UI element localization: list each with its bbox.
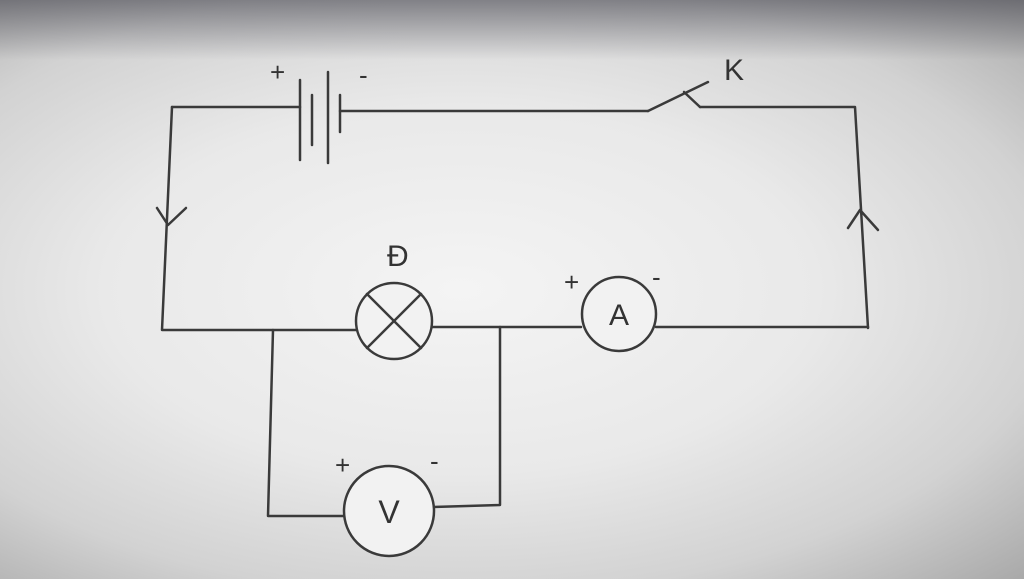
switch-k [646,80,710,113]
battery-minus-label: - [359,60,368,90]
current-arrow-up [846,208,880,232]
wire-voltmeter-left [266,328,347,518]
battery [298,70,342,165]
lamp-label: Đ [387,240,409,273]
lamp [354,281,434,361]
wire-voltmeter-right [431,325,502,509]
ammeter [580,275,658,353]
voltmeter-symbol: V [378,494,400,530]
voltmeter [342,464,436,558]
switch-label: K [724,54,744,87]
ammeter-minus-label: - [652,262,661,292]
wire-left [160,105,358,332]
voltmeter-plus-label: + [335,450,350,480]
ammeter-symbol: A [609,299,629,332]
battery-plus-label: + [270,57,285,87]
current-arrow-down [155,206,188,227]
ammeter-plus-label: + [564,267,579,297]
voltmeter-minus-label: - [430,446,439,476]
wire-top-right [698,105,870,330]
